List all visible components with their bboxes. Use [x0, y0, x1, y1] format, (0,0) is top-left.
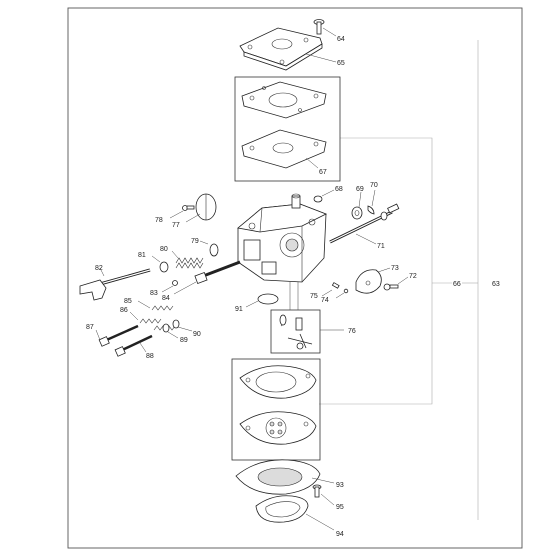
o-ring-89	[162, 323, 179, 339]
callout-64: 64	[337, 36, 345, 43]
callout-71: 71	[377, 243, 385, 250]
screw-78	[169, 205, 195, 219]
callout-95: 95	[336, 504, 344, 511]
callout-68: 68	[335, 186, 343, 193]
small-part-74	[335, 288, 349, 299]
choke-shaft-82	[79, 267, 151, 301]
throttle-lever-73	[355, 267, 391, 294]
screw-95	[312, 484, 335, 506]
spring-80	[171, 250, 204, 269]
callout-87: 87	[86, 324, 94, 331]
callout-73: 73	[391, 265, 399, 272]
callout-94: 94	[336, 531, 344, 538]
inlet-needle-assembly-76	[279, 314, 344, 350]
ball-83	[161, 280, 178, 293]
callout-79: 79	[191, 238, 199, 245]
plug-79	[199, 240, 219, 257]
gasket-upper	[241, 81, 327, 119]
spring-75	[321, 282, 340, 297]
callout-90: 90	[193, 331, 201, 338]
needle-88	[114, 334, 153, 357]
callout-78: 78	[155, 217, 163, 224]
washer-81	[151, 255, 169, 273]
cover-plate-65	[239, 27, 337, 71]
callout-69: 69	[356, 186, 364, 193]
callout-67: 67	[319, 169, 327, 176]
callout-70: 70	[370, 182, 378, 189]
pump-gasket	[239, 365, 317, 399]
outer-frame	[67, 7, 523, 549]
callout-74: 74	[321, 297, 329, 304]
callout-65: 65	[337, 60, 345, 67]
clip-70	[367, 189, 376, 215]
choke-plate-77	[185, 193, 217, 223]
throttle-shaft-71	[329, 203, 400, 245]
gasket-ring-91	[245, 293, 279, 308]
callout-86: 86	[120, 307, 128, 314]
callout-81: 81	[138, 252, 146, 259]
group-box-67	[234, 76, 341, 182]
callout-76: 76	[348, 328, 356, 335]
needle-87	[95, 324, 139, 347]
bottom-cover-93	[235, 459, 335, 495]
callout-93: 93	[336, 482, 344, 489]
callout-66: 66	[453, 281, 461, 288]
callout-72: 72	[409, 273, 417, 280]
bracket-66	[319, 137, 433, 405]
callout-82: 82	[95, 265, 103, 272]
callout-84: 84	[162, 295, 170, 302]
group-box-76	[270, 309, 321, 354]
screw-64	[313, 19, 337, 37]
callout-63: 63	[492, 281, 500, 288]
washer-69	[351, 191, 363, 220]
callout-91: 91	[235, 306, 243, 313]
plug-68	[313, 189, 335, 203]
pump-diaphragm	[239, 411, 317, 445]
adjusting-screw-84	[173, 260, 241, 295]
callout-80: 80	[160, 246, 168, 253]
callout-88: 88	[146, 353, 154, 360]
spring-85	[137, 300, 174, 311]
gasket-ring-94	[255, 495, 335, 531]
callout-85: 85	[124, 298, 132, 305]
o-ring-90	[172, 319, 193, 332]
diaphragm-67	[241, 129, 327, 169]
screw-72	[383, 276, 409, 291]
callout-89: 89	[180, 337, 188, 344]
carburetor-body	[237, 193, 327, 283]
callout-77: 77	[172, 222, 180, 229]
callout-83: 83	[150, 290, 158, 297]
callout-75: 75	[310, 293, 318, 300]
